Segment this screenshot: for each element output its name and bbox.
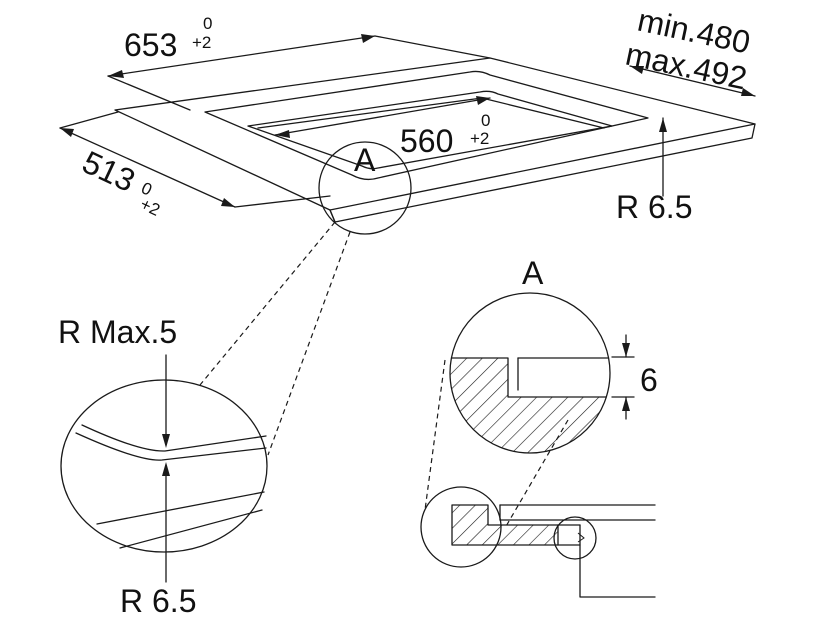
- leader-line: [424, 359, 446, 511]
- cutout-tol-lower: +2: [470, 129, 489, 148]
- radius-max-label: R Max.5: [58, 314, 177, 350]
- dimension-width: 653 0 +2: [107, 14, 491, 111]
- detail-marker-label: A: [354, 142, 376, 178]
- width-label: 653: [124, 27, 177, 63]
- step-height-label: 6: [640, 362, 658, 398]
- width-tol-lower: +2: [192, 33, 211, 52]
- detail-marker-a: A: [318, 141, 412, 235]
- depth-tol-lower: +2: [137, 194, 163, 219]
- corner-radius-label: R 6.5: [616, 189, 692, 225]
- detail-a-label: A: [522, 255, 544, 291]
- cross-section-small: [420, 486, 656, 598]
- detail-a-title: A: [522, 255, 544, 291]
- leader-line: [267, 231, 351, 456]
- dimension-depth: 513 0 +2: [59, 111, 331, 220]
- dimension-depth-range: min.480 max.492: [623, 2, 756, 97]
- worktop-outline: [114, 57, 756, 223]
- leader-line: [199, 221, 336, 386]
- detail-a-magnifier: 6: [449, 292, 658, 454]
- radius-bottom-label: R 6.5: [120, 583, 196, 619]
- detail-left-magnifier: R Max.5 R 6.5: [58, 314, 268, 619]
- corner-radius-callout: R 6.5: [616, 117, 692, 225]
- cutout-label: 560: [400, 123, 453, 159]
- depth-label: 513: [77, 144, 141, 199]
- cutout-tol-upper: 0: [481, 111, 490, 130]
- width-tol-upper: 0: [203, 14, 212, 33]
- leader-line: [504, 419, 569, 529]
- dimension-cutout: 560 0 +2: [274, 96, 491, 159]
